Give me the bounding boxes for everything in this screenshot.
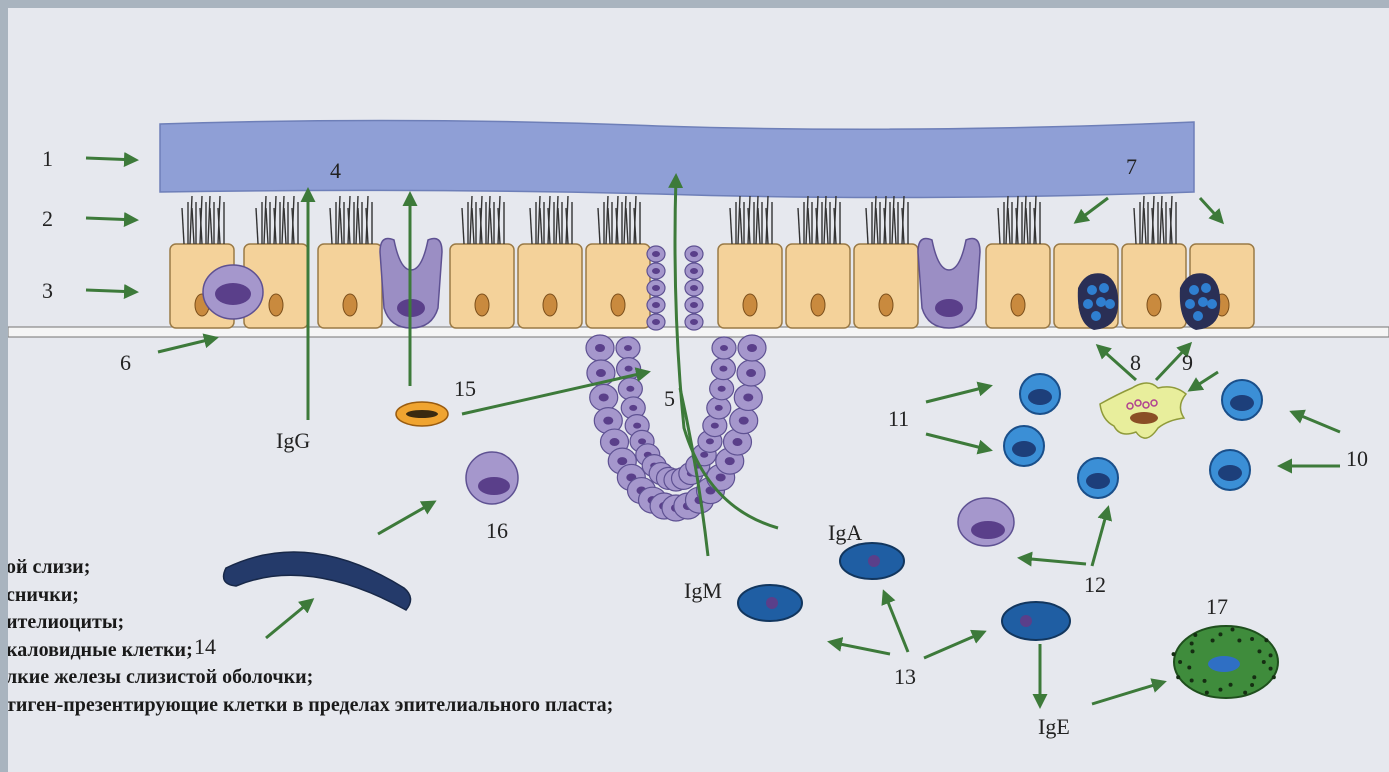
diagram-stage: 1 2 3 4 5 6 7 8 9 10 11 12 13 14 15 16 1… <box>8 8 1389 772</box>
lymphocyte <box>1004 426 1044 466</box>
cell-12a <box>958 498 1014 546</box>
cell-nucleus <box>811 294 825 316</box>
cell-nucleus <box>475 294 489 316</box>
lymphocyte <box>1210 450 1250 490</box>
cell-nucleus <box>879 294 893 316</box>
label-1: 1 <box>42 146 53 171</box>
label-4: 4 <box>330 158 341 183</box>
label-11: 11 <box>888 406 909 431</box>
cell-nucleus <box>543 294 557 316</box>
plasma-cell <box>1002 602 1070 640</box>
cell-16 <box>466 452 518 504</box>
label-7: 7 <box>1126 154 1137 179</box>
goblet-cell <box>918 239 980 329</box>
label-9: 9 <box>1182 350 1193 375</box>
label-8: 8 <box>1130 350 1141 375</box>
cell-nucleus <box>611 294 625 316</box>
label-15: 15 <box>454 376 476 401</box>
cell-nucleus <box>1011 294 1025 316</box>
label-ige: IgE <box>1038 714 1070 739</box>
cilia <box>182 196 1176 244</box>
lymphocyte <box>1078 458 1118 498</box>
legend-item-6: тиген-презентирующие клетки в пределах э… <box>8 692 1006 720</box>
legend-item-4: каловидные клетки; <box>8 637 1006 665</box>
intraepithelial-cell <box>203 265 263 319</box>
label-3: 3 <box>42 278 53 303</box>
label-5: 5 <box>664 386 675 411</box>
dendritic-cell <box>1100 383 1186 438</box>
granular-cell <box>1078 273 1118 330</box>
label-12: 12 <box>1084 572 1106 597</box>
lymphocyte <box>1020 374 1060 414</box>
legend-item-2: снички; <box>8 582 1006 610</box>
label-17: 17 <box>1206 594 1228 619</box>
cell-nucleus <box>343 294 357 316</box>
lymphocyte <box>1222 380 1262 420</box>
granular-cell <box>1180 273 1220 330</box>
legend-item-3: ителиоциты; <box>8 609 1006 637</box>
legend-item-1: ой слизи; <box>8 554 1006 582</box>
label-6: 6 <box>120 350 131 375</box>
plasma-cell <box>396 402 448 426</box>
cell-nucleus <box>743 294 757 316</box>
label-10: 10 <box>1346 446 1368 471</box>
label-16: 16 <box>486 518 508 543</box>
cell-nucleus <box>1147 294 1161 316</box>
label-igg: IgG <box>276 428 310 453</box>
label-iga: IgA <box>828 520 862 545</box>
legend: ой слизи; снички; ителиоциты; каловидные… <box>8 554 1006 719</box>
legend-item-5: лкие железы слизистой оболочки; <box>8 664 1006 692</box>
cell-nucleus <box>269 294 283 316</box>
label-2: 2 <box>42 206 53 231</box>
mast-cell <box>1172 626 1278 698</box>
